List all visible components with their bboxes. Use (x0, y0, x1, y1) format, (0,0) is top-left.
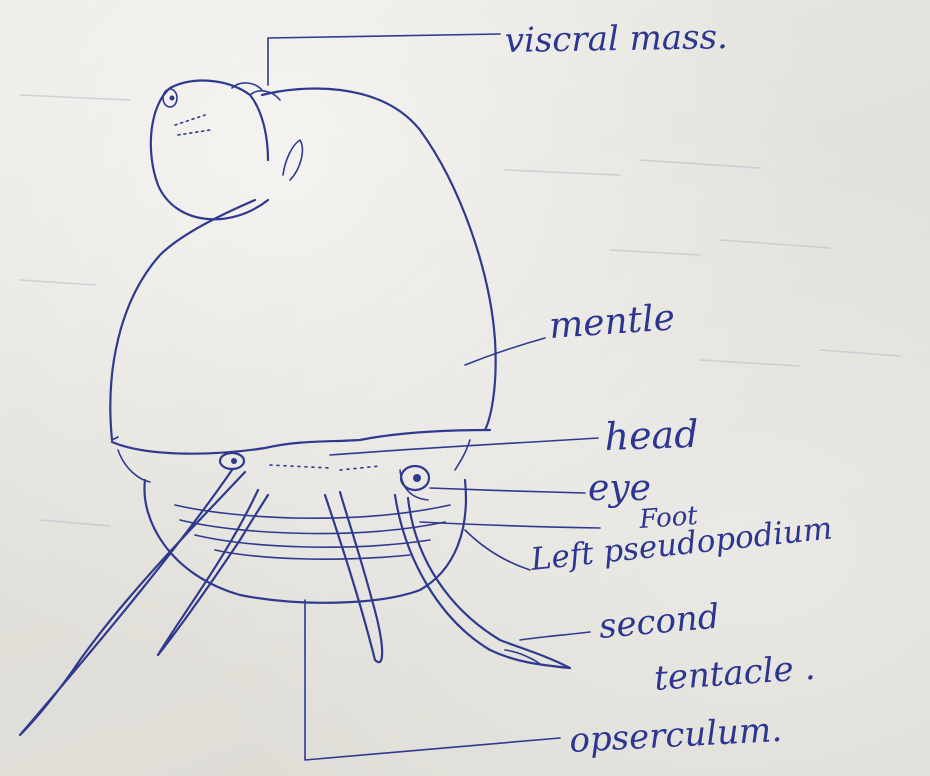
label-eye: eye (588, 468, 651, 509)
head-region (112, 430, 490, 482)
shell-apex (151, 81, 303, 220)
leader-pseudopodium (465, 530, 530, 570)
leader-lines (268, 34, 600, 760)
leader-mantle (465, 338, 545, 365)
eye-stalks (220, 453, 429, 500)
label-mantle: mentle (548, 297, 676, 347)
label-visceral-mass: viscral mass. (504, 17, 728, 61)
leader-visceral-mass (268, 34, 500, 85)
shell-body (110, 88, 495, 440)
leader-second-tentacle (520, 632, 590, 640)
label-head: head (604, 412, 699, 459)
label-tentacle: tentacle . (653, 648, 817, 699)
leader-operculum (305, 600, 560, 760)
labels: viscral mass. mentle head eye Foot Left … (504, 17, 834, 761)
leader-eye (430, 488, 585, 493)
label-operculum: opserculum. (568, 710, 783, 761)
leader-head (330, 438, 598, 455)
leader-foot (420, 522, 600, 528)
label-second: second (597, 597, 721, 647)
